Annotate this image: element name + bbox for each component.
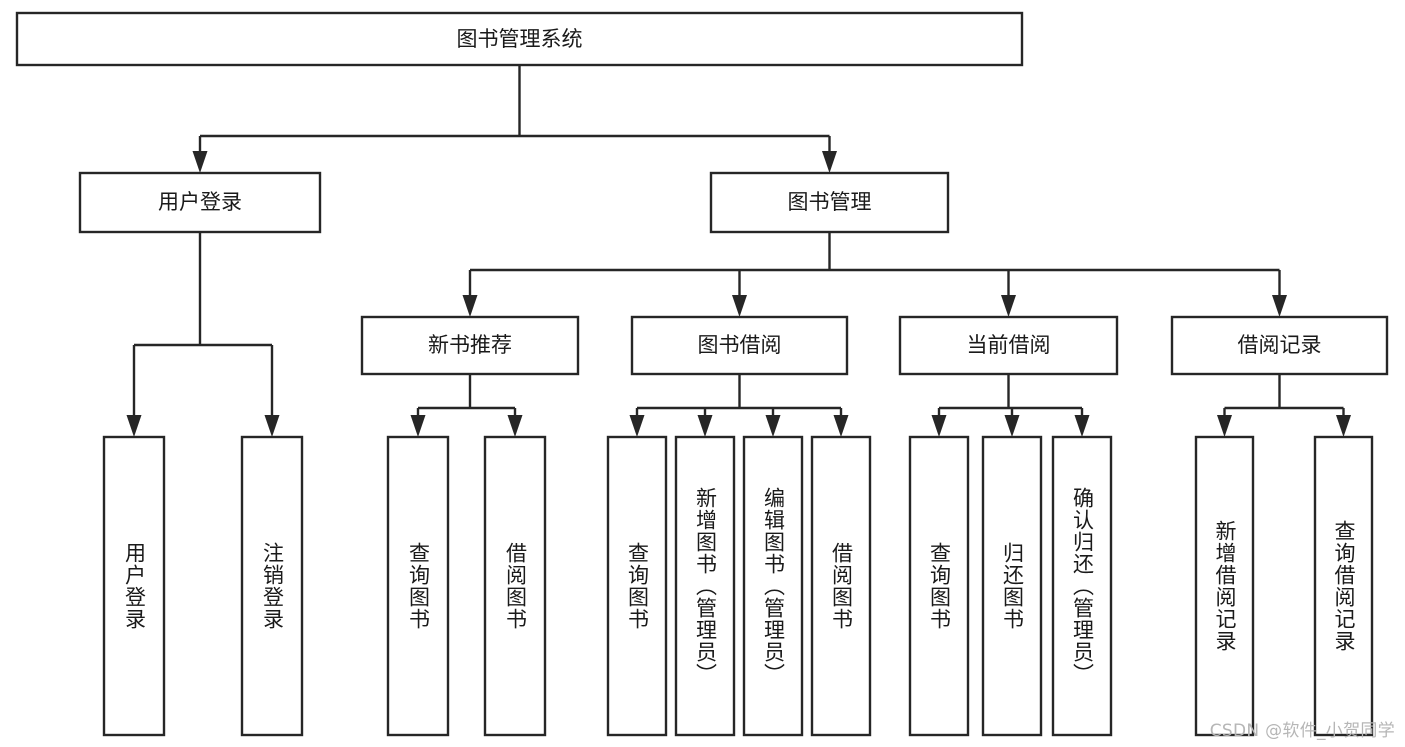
arrow-head-icon [462,295,478,317]
node-box-leaf-query-book-1[interactable] [386,435,450,737]
node-box-leaf-logout[interactable] [240,435,304,737]
arrow-head-icon [1336,415,1351,437]
arrow-head-icon [765,415,781,437]
node-box-user-login[interactable] [78,171,322,234]
arrow-head-icon [629,415,645,437]
node-box-leaf-borrow-book-1[interactable] [483,435,547,737]
node-box-leaf-query-book-3[interactable] [908,435,970,737]
node-box-root[interactable] [15,11,1024,67]
arrow-head-icon [931,415,947,437]
node-box-leaf-return-book[interactable] [981,435,1043,737]
arrow-head-icon [833,415,849,437]
arrow-head-icon [126,415,142,437]
arrow-head-icon [697,415,713,437]
node-box-leaf-borrow-book-2[interactable] [810,435,872,737]
arrow-head-icon [264,415,280,437]
node-box-leaf-user-login[interactable] [102,435,166,737]
node-box-book-borrow[interactable] [630,315,849,376]
node-box-leaf-query-record[interactable] [1313,435,1374,737]
node-box-leaf-edit-book[interactable] [742,435,804,737]
connectors-layer [126,65,1351,437]
node-box-borrow-records[interactable] [1170,315,1389,376]
arrow-head-icon [192,151,208,173]
node-box-leaf-query-book-2[interactable] [606,435,668,737]
arrow-head-icon [1217,415,1232,437]
arrow-head-icon [1001,295,1016,317]
arrow-head-icon [1004,415,1020,437]
arrow-head-icon [1074,415,1090,437]
node-box-leaf-add-book[interactable] [674,435,736,737]
arrow-head-icon [732,295,747,317]
node-box-leaf-add-record[interactable] [1194,435,1255,737]
arrow-head-icon [410,415,426,437]
arrow-head-icon [1272,295,1287,317]
node-box-book-management[interactable] [709,171,950,234]
node-box-leaf-confirm-return[interactable] [1051,435,1113,737]
node-boxes-layer [15,11,1389,737]
node-box-current-borrow[interactable] [898,315,1119,376]
arrow-head-icon [507,415,523,437]
node-box-new-book-recommend[interactable] [360,315,580,376]
arrow-head-icon [822,151,837,173]
